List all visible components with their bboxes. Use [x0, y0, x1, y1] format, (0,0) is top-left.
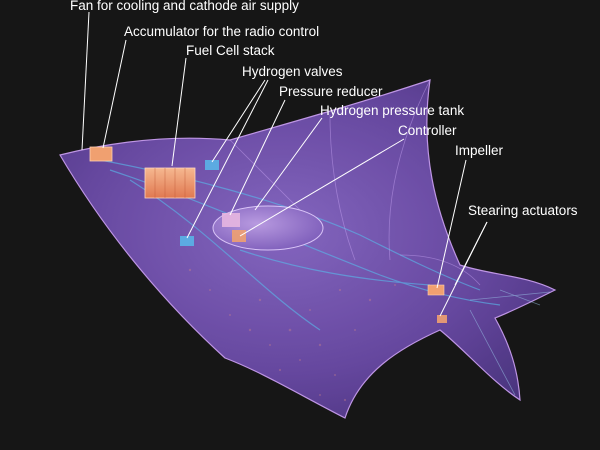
hydrogen-pressure-tank: [212, 205, 324, 251]
label-fan: Fan for cooling and cathode air supply: [70, 0, 299, 13]
pressure-reducer-component: [222, 213, 240, 227]
leader-fan: [81, 11, 90, 151]
hull-texture: [188, 268, 396, 402]
leader-fuel-cell: [171, 57, 187, 167]
leader-accumulator: [102, 39, 127, 149]
label-hydrogen-pressure-tank: Hydrogen pressure tank: [320, 103, 464, 118]
fan-component: [89, 146, 113, 162]
leader-lines: [81, 11, 488, 317]
fuel-cell-stack: [144, 167, 196, 199]
leader-actuator-b: [454, 221, 488, 286]
label-pressure-reducer: Pressure reducer: [279, 84, 383, 99]
impeller-component: [427, 284, 445, 296]
fuel-cell-stack-plates: [154, 168, 186, 198]
leader-valve-b: [186, 79, 269, 239]
fin-ribs: [469, 289, 551, 396]
label-fuel-cell-stack: Fuel Cell stack: [186, 43, 275, 58]
label-accumulator: Accumulator for the radio control: [124, 24, 319, 39]
valve-component-lower: [180, 236, 194, 246]
leader-tank: [254, 117, 323, 211]
leader-reducer: [229, 99, 286, 216]
actuator-component: [437, 315, 447, 323]
callout-labels: Fan for cooling and cathode air supply A…: [70, 0, 578, 218]
leader-impeller: [436, 159, 467, 289]
leader-controller: [239, 138, 405, 237]
label-impeller: Impeller: [455, 143, 504, 158]
controller-component: [232, 230, 246, 242]
label-hydrogen-valves: Hydrogen valves: [242, 64, 343, 79]
valve-component-upper: [205, 160, 219, 170]
label-controller: Controller: [398, 123, 457, 138]
hull-body: [59, 79, 557, 419]
label-stearing-actuators: Stearing actuators: [468, 203, 578, 218]
leader-valve-a: [211, 79, 266, 163]
